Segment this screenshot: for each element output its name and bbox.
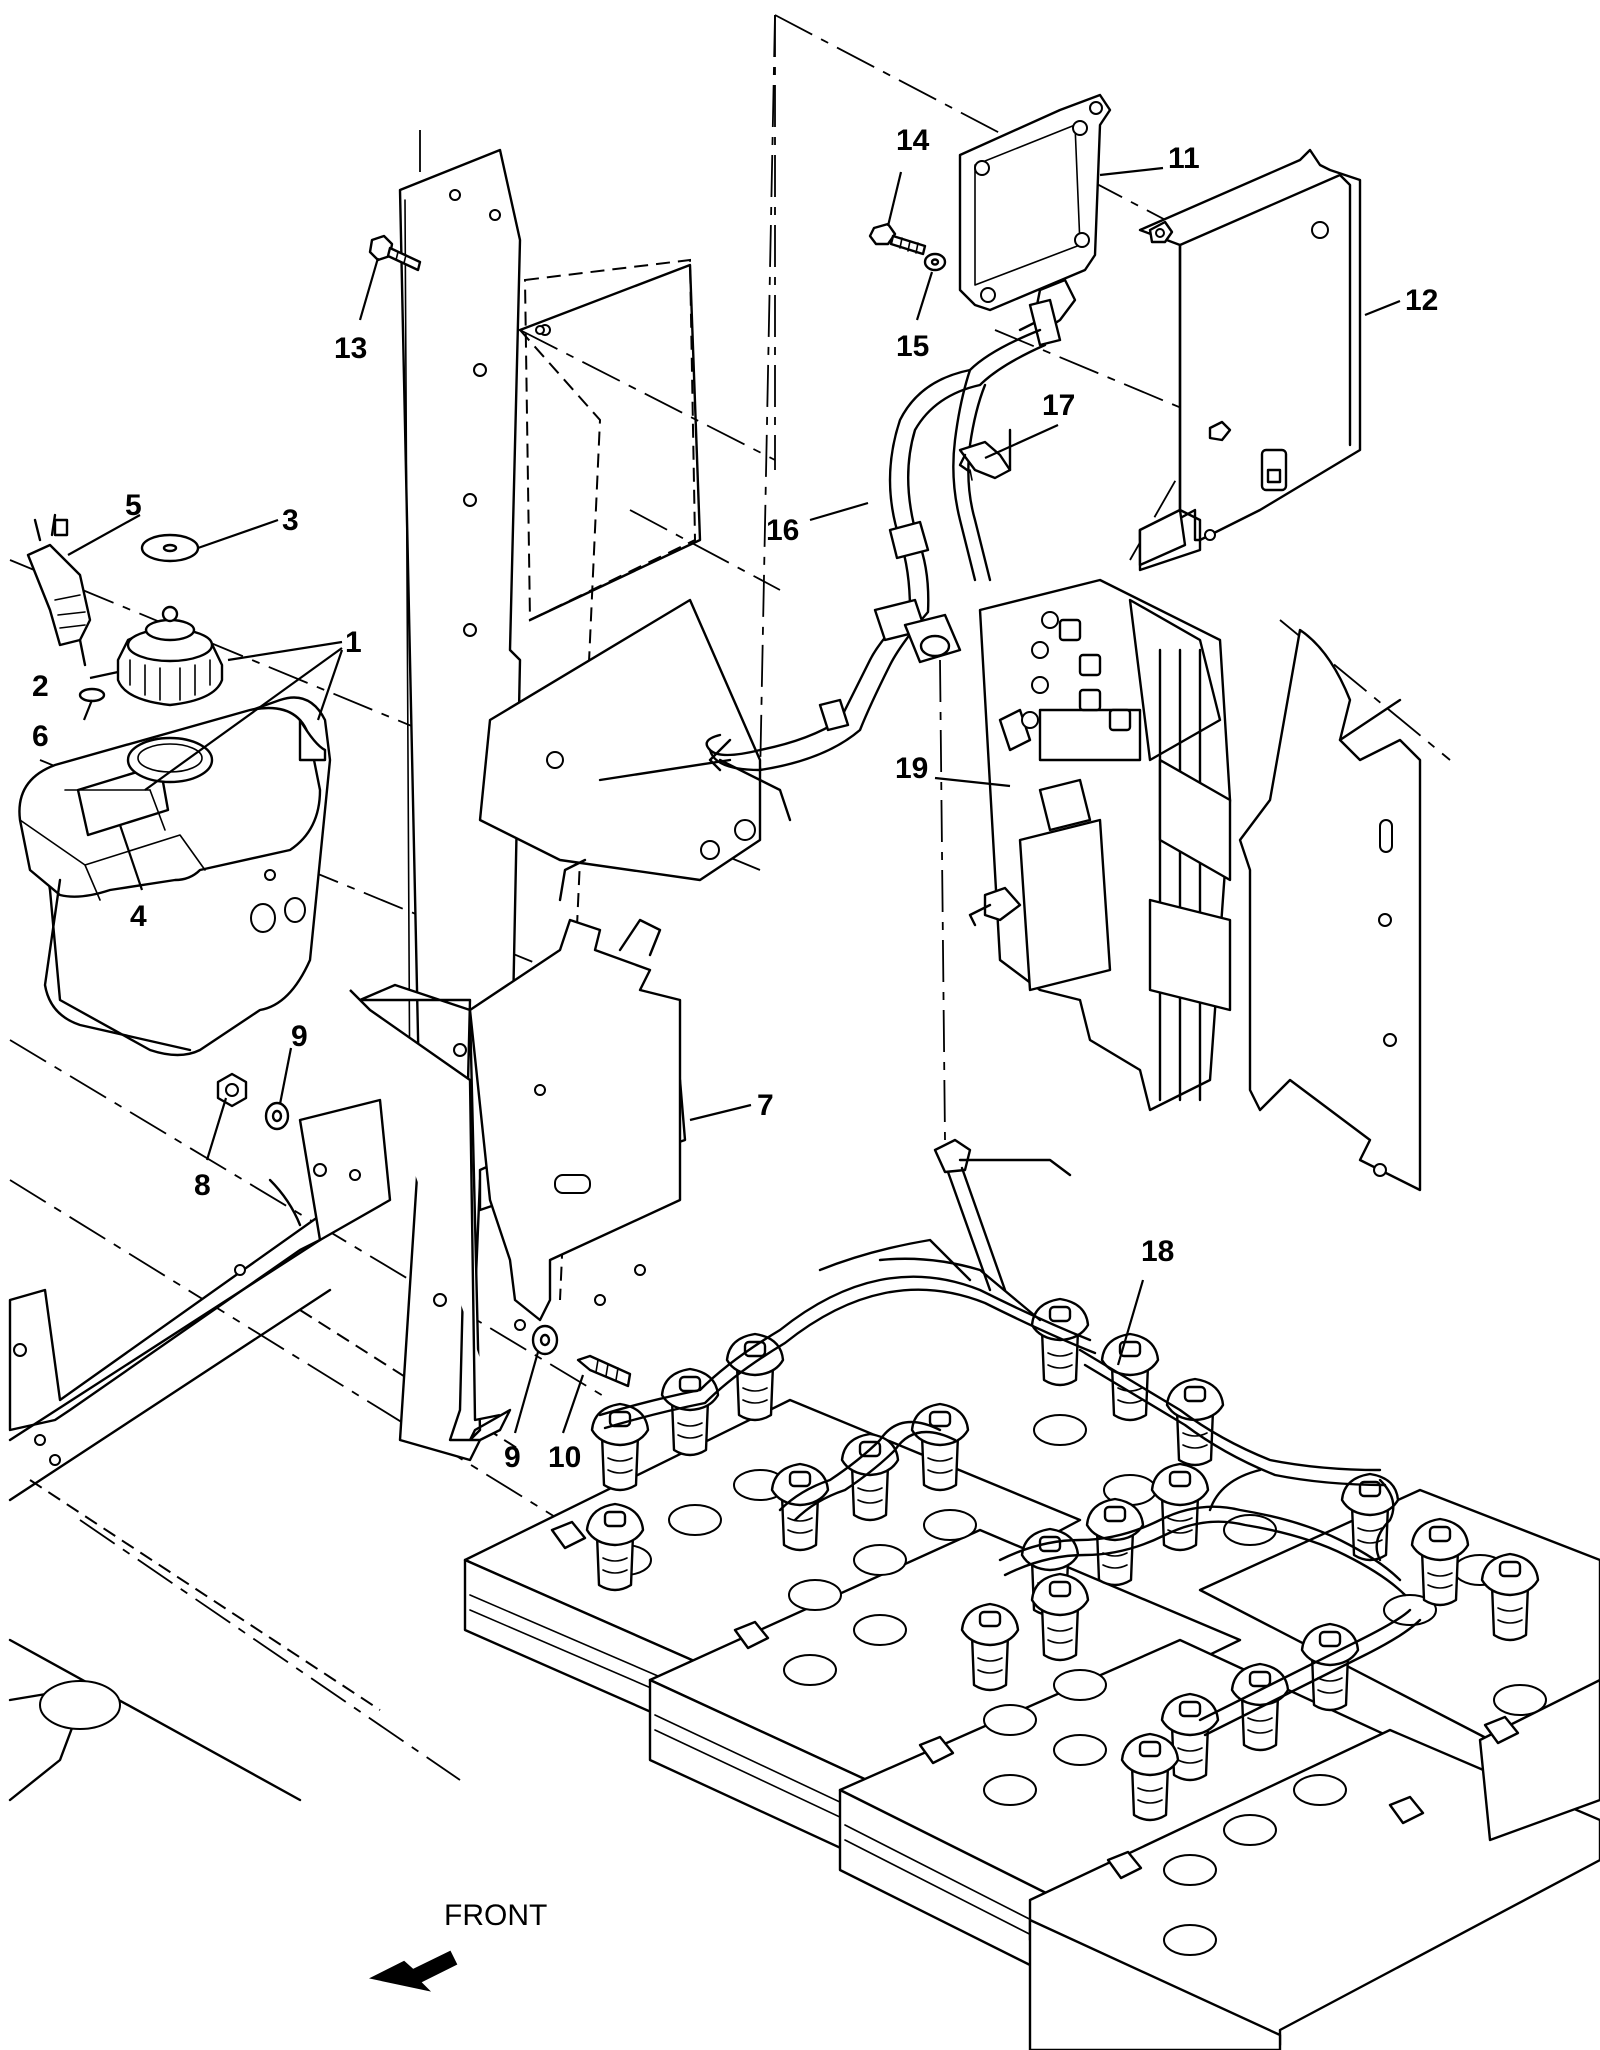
callout-5: 5 bbox=[125, 489, 142, 522]
callout-8: 8 bbox=[194, 1169, 211, 1202]
nut-washer-8-9 bbox=[216, 1072, 290, 1131]
watering-tubing bbox=[598, 1238, 1422, 1737]
watering-cap bbox=[1410, 1517, 1470, 1607]
reservoir-tank bbox=[18, 696, 332, 1057]
callout-9-upper: 9 bbox=[291, 1020, 308, 1053]
watering-cap bbox=[585, 1502, 645, 1592]
washer-3 bbox=[140, 533, 200, 563]
callout-1: 1 bbox=[345, 626, 362, 659]
watering-cap bbox=[1030, 1297, 1090, 1387]
callout-6: 6 bbox=[32, 720, 49, 753]
callout-16: 16 bbox=[766, 514, 799, 547]
right-panel bbox=[1238, 628, 1422, 1192]
level-sensor-5 bbox=[26, 513, 106, 703]
watering-cap bbox=[725, 1332, 785, 1422]
controller-11 bbox=[958, 93, 1112, 312]
callout-11: 11 bbox=[1168, 142, 1200, 175]
watering-cap bbox=[910, 1402, 970, 1492]
callout-18: 18 bbox=[1141, 1235, 1174, 1268]
leader-lines bbox=[67, 166, 1401, 1434]
callout-9-lower: 9 bbox=[504, 1441, 521, 1474]
callout-3: 3 bbox=[282, 504, 299, 537]
extension-hose bbox=[933, 1138, 1072, 1292]
watering-cap bbox=[1480, 1552, 1540, 1642]
watering-cap bbox=[960, 1602, 1020, 1692]
bracket-7 bbox=[349, 858, 687, 1442]
bolt-washer-14-15 bbox=[868, 222, 947, 272]
callout-10: 10 bbox=[548, 1441, 581, 1474]
callout-2: 2 bbox=[32, 670, 49, 703]
callout-17: 17 bbox=[1042, 389, 1075, 422]
front-direction-arrow bbox=[369, 1950, 458, 1992]
callout-labels: 1 2 3 4 5 6 7 8 9 9 10 11 12 13 14 15 16… bbox=[32, 124, 1438, 1932]
callout-19: 19 bbox=[895, 752, 928, 785]
watering-cap bbox=[1120, 1732, 1180, 1822]
callout-4: 4 bbox=[130, 900, 147, 933]
clamp-17 bbox=[958, 440, 1012, 481]
rear-panel bbox=[518, 258, 702, 622]
valve-panel-19 bbox=[968, 578, 1232, 1112]
callout-14: 14 bbox=[896, 124, 930, 157]
callout-12: 12 bbox=[1405, 284, 1438, 317]
bolt-13 bbox=[368, 234, 422, 272]
reservoir-cap bbox=[116, 605, 224, 707]
floor-frame-left bbox=[8, 1098, 392, 1802]
harness-16 bbox=[705, 278, 1077, 772]
watering-cap bbox=[1160, 1692, 1220, 1782]
front-label: FRONT bbox=[444, 1899, 547, 1932]
watering-cap bbox=[1150, 1462, 1210, 1552]
callout-15: 15 bbox=[896, 330, 929, 363]
callout-7: 7 bbox=[757, 1089, 774, 1122]
battery-pack bbox=[463, 1398, 1600, 2050]
watering-cap bbox=[1230, 1662, 1290, 1752]
watering-cap bbox=[1030, 1572, 1090, 1662]
watering-cap bbox=[1100, 1332, 1160, 1422]
bolt-washer-9-10 bbox=[531, 1324, 632, 1388]
cover-box-12 bbox=[1138, 148, 1362, 572]
callout-13: 13 bbox=[334, 332, 367, 365]
mounting-plate bbox=[478, 598, 792, 882]
watering-cap bbox=[660, 1367, 720, 1457]
watering-cap bbox=[1085, 1497, 1145, 1587]
